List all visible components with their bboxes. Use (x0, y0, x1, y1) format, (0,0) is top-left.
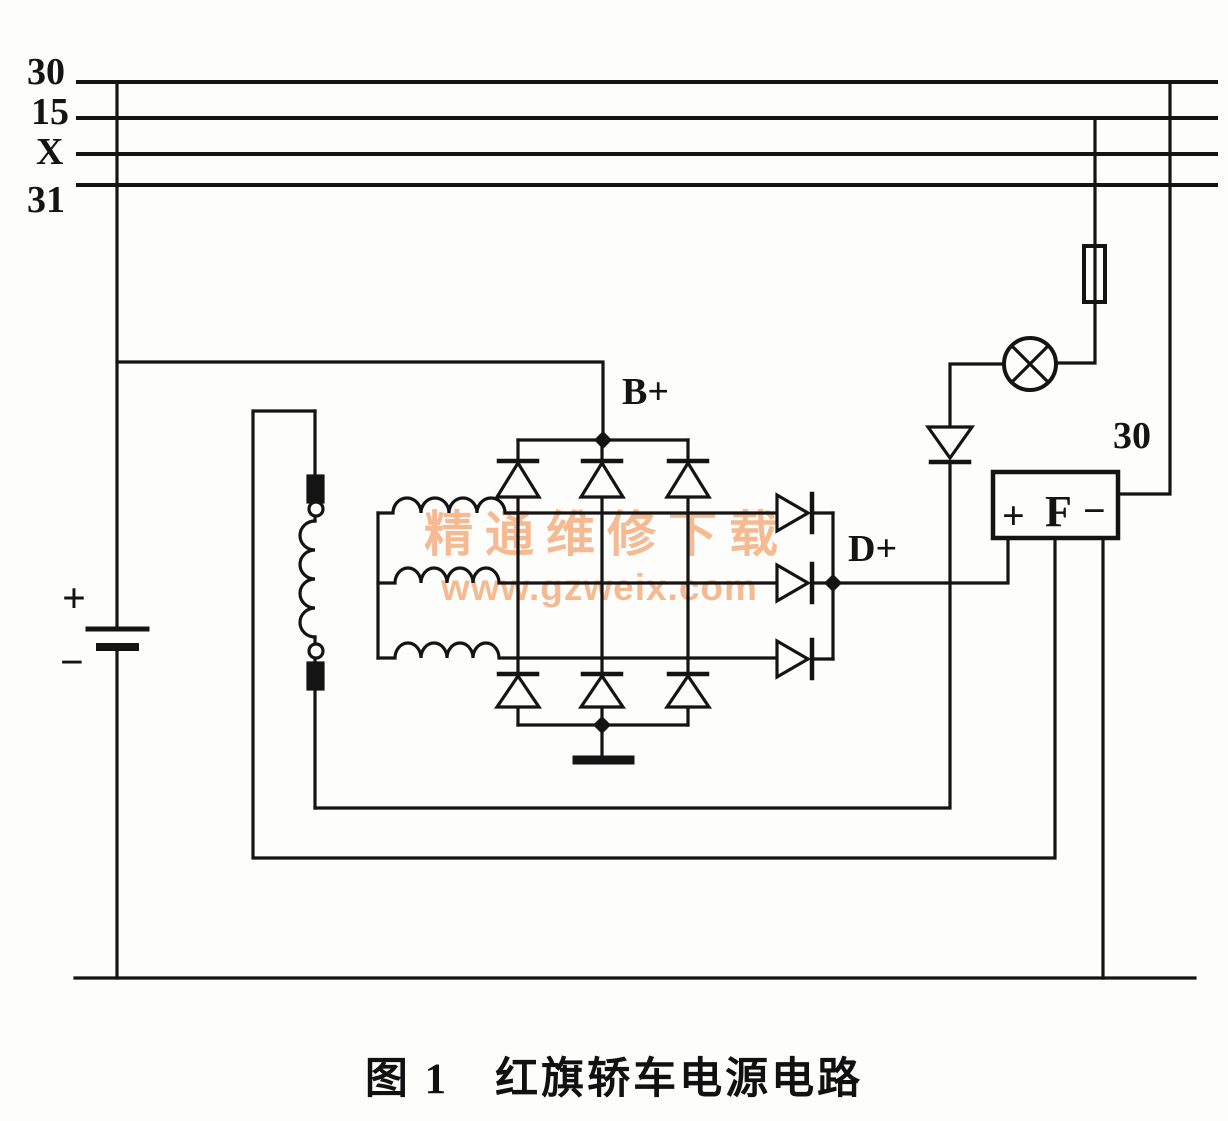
bus-label-30: 30 (27, 51, 65, 93)
label-b-plus: B+ (622, 371, 669, 413)
watermark-url: www.gzweix.com (441, 567, 758, 608)
junction-dot (824, 574, 842, 592)
bus-label-31: 31 (27, 179, 65, 221)
stator-windings (376, 496, 779, 660)
indicator-lamp-icon (1002, 336, 1058, 392)
wire-fuse-branch (1054, 116, 1097, 365)
wires (73, 80, 1197, 980)
junction-dot (593, 716, 611, 734)
bus-label-15: 15 (31, 91, 69, 133)
diode-up-icon (494, 458, 542, 499)
stator-coil-2 (376, 566, 779, 585)
regulator-minus-label: − (1083, 488, 1106, 533)
diode-right-icon (775, 561, 835, 605)
diode-up-icon (578, 458, 626, 499)
slip-ring-top-icon (307, 500, 325, 518)
stator-coil-3 (376, 641, 779, 660)
rotor-field-winding (298, 409, 325, 810)
battery-plus-label: + (62, 576, 86, 622)
slip-ring-bottom-icon (307, 642, 325, 660)
diode-right-icon (775, 637, 835, 681)
junction-dots (593, 431, 842, 734)
regulator-field-label: F (1045, 487, 1072, 536)
wire-regulator-30 (1116, 80, 1172, 496)
battery-minus-label: − (60, 640, 84, 686)
bus-label-x: X (36, 131, 64, 173)
wire-field-loop (251, 409, 1057, 860)
aux-diodes (775, 491, 835, 681)
fuse-icon (1082, 244, 1107, 304)
rectifier-bridge (493, 438, 713, 765)
wire-dplus-run (831, 536, 1010, 585)
regulator-plus-label: + (1002, 493, 1025, 538)
brush-top-icon (306, 474, 325, 504)
brush-bottom-icon (306, 661, 325, 691)
diode-up-icon (577, 671, 627, 709)
diode-up-icon (493, 671, 543, 709)
label-d-plus: D+ (848, 528, 898, 570)
diode-up-icon (663, 671, 713, 709)
wire-lamp-to-diode (948, 362, 1006, 429)
rotor-coil (298, 519, 317, 639)
figure-caption: 图 1 红旗轿车电源电路 (364, 1056, 864, 1103)
stator-coil-1 (376, 496, 779, 515)
wire-bplus-feed (115, 360, 605, 442)
battery-icon (85, 626, 150, 651)
wire-diode-down (313, 460, 952, 810)
diode-up-icon (664, 458, 712, 499)
regulator-box (990, 469, 1121, 541)
label-wire-30: 30 (1113, 415, 1151, 457)
diode-right-icon (775, 491, 835, 535)
diode-down-icon (924, 425, 976, 465)
bus-lines (76, 80, 1218, 187)
junction-dot (594, 431, 612, 449)
